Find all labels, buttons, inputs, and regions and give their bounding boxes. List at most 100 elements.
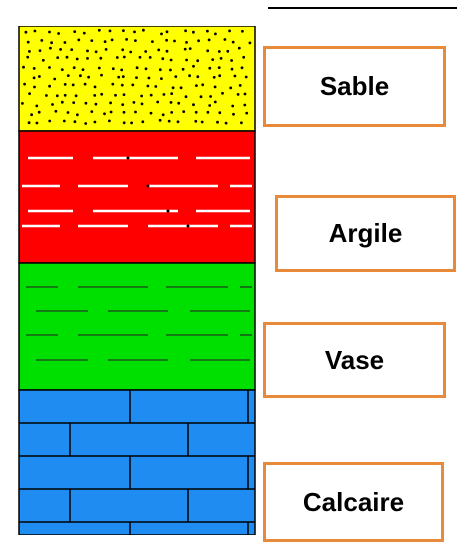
label-sable: Sable bbox=[263, 46, 446, 127]
sand-dot bbox=[33, 85, 36, 89]
sand-dot bbox=[146, 84, 150, 88]
sand-dot bbox=[158, 118, 162, 122]
sand-dot bbox=[70, 48, 74, 51]
sand-dot bbox=[238, 84, 242, 87]
sand-dot bbox=[181, 67, 185, 71]
sand-dot bbox=[207, 38, 211, 42]
sand-dot bbox=[94, 50, 98, 54]
sand-dot bbox=[33, 29, 37, 33]
sand-dot bbox=[45, 94, 48, 97]
sand-dot bbox=[129, 50, 133, 54]
sand-dot bbox=[194, 110, 198, 114]
sand-dot bbox=[76, 113, 79, 117]
stratigraphic-column bbox=[18, 26, 256, 535]
sand-dot bbox=[93, 94, 97, 97]
sand-dot bbox=[103, 40, 107, 43]
sand-dot bbox=[83, 82, 87, 86]
layer-calcaire-fill bbox=[18, 389, 256, 535]
sand-dot bbox=[117, 75, 121, 79]
sand-dot bbox=[97, 66, 101, 70]
sand-dot bbox=[183, 47, 187, 51]
sand-dot bbox=[133, 30, 136, 34]
sand-dot bbox=[162, 93, 166, 96]
sand-dot bbox=[108, 119, 111, 123]
sand-dot bbox=[196, 59, 200, 63]
sand-dot bbox=[32, 76, 36, 80]
sand-dot bbox=[223, 38, 227, 41]
sand-dot bbox=[121, 75, 125, 78]
sand-dot bbox=[188, 47, 192, 50]
sand-dot bbox=[56, 56, 60, 59]
sand-dot bbox=[21, 102, 24, 105]
sand-dot bbox=[231, 40, 235, 44]
sand-dot bbox=[110, 38, 114, 42]
sand-dot bbox=[122, 93, 126, 96]
sand-dot bbox=[229, 86, 233, 90]
clay-speck bbox=[166, 209, 170, 213]
sand-dot bbox=[66, 111, 70, 114]
sand-dot bbox=[206, 110, 210, 114]
sand-dot bbox=[228, 29, 232, 33]
label-sable-text: Sable bbox=[319, 71, 390, 101]
sand-dot bbox=[53, 77, 57, 81]
label-calcaire: Calcaire bbox=[263, 462, 444, 542]
sand-dot bbox=[111, 67, 115, 71]
sand-dot bbox=[230, 67, 234, 71]
sand-dot bbox=[192, 64, 195, 68]
sand-dot bbox=[161, 57, 165, 61]
sand-dot bbox=[208, 104, 212, 107]
label-calcaire-text: Calcaire bbox=[302, 486, 405, 517]
sand-dot bbox=[244, 75, 248, 79]
sand-dot bbox=[131, 83, 135, 87]
layer-argile bbox=[18, 130, 256, 264]
sand-dot bbox=[158, 68, 162, 72]
sand-dot bbox=[132, 101, 136, 104]
sand-dot bbox=[213, 100, 217, 104]
sand-dot bbox=[73, 120, 77, 124]
sand-dot bbox=[218, 74, 222, 78]
label-vase: Vase bbox=[263, 322, 446, 398]
sand-dot bbox=[217, 66, 221, 69]
sand-dot bbox=[48, 30, 51, 34]
sand-dot bbox=[206, 49, 210, 53]
sand-dot bbox=[142, 28, 145, 32]
sand-dot bbox=[135, 66, 139, 70]
sand-dot bbox=[169, 68, 172, 72]
sand-dot bbox=[120, 68, 124, 72]
sand-dot bbox=[134, 110, 137, 114]
sand-dot bbox=[87, 75, 90, 79]
sand-dot bbox=[55, 94, 59, 98]
sand-dot bbox=[115, 56, 119, 59]
sand-dot bbox=[233, 74, 237, 78]
sand-dot bbox=[170, 92, 174, 95]
sand-dot bbox=[148, 56, 152, 59]
sand-dot bbox=[206, 29, 209, 33]
sand-dot bbox=[26, 40, 30, 44]
sand-dot bbox=[154, 85, 158, 88]
clay-speck bbox=[186, 224, 190, 228]
sand-dot bbox=[41, 58, 45, 62]
clay-speck bbox=[126, 156, 130, 160]
sand-dot bbox=[65, 55, 69, 59]
sand-dot bbox=[122, 55, 126, 59]
sand-dot bbox=[185, 41, 188, 44]
sand-dot bbox=[144, 50, 148, 53]
sand-dot bbox=[38, 75, 41, 78]
sand-dot bbox=[195, 84, 198, 87]
sand-dot bbox=[184, 95, 188, 99]
sand-dot bbox=[50, 41, 53, 45]
sand-dot bbox=[79, 74, 82, 78]
sand-dot bbox=[144, 67, 148, 71]
sand-dot bbox=[236, 93, 240, 96]
sand-dot bbox=[213, 85, 217, 89]
sand-dot bbox=[196, 75, 200, 79]
sand-dot bbox=[240, 66, 244, 70]
sand-dot bbox=[37, 110, 41, 114]
sand-dot bbox=[104, 48, 108, 51]
sand-dot bbox=[232, 112, 235, 116]
sand-dot bbox=[248, 41, 252, 45]
sand-dot bbox=[192, 30, 195, 34]
sand-dot bbox=[109, 101, 112, 105]
sand-dot bbox=[81, 68, 85, 71]
sand-dot bbox=[63, 41, 67, 44]
